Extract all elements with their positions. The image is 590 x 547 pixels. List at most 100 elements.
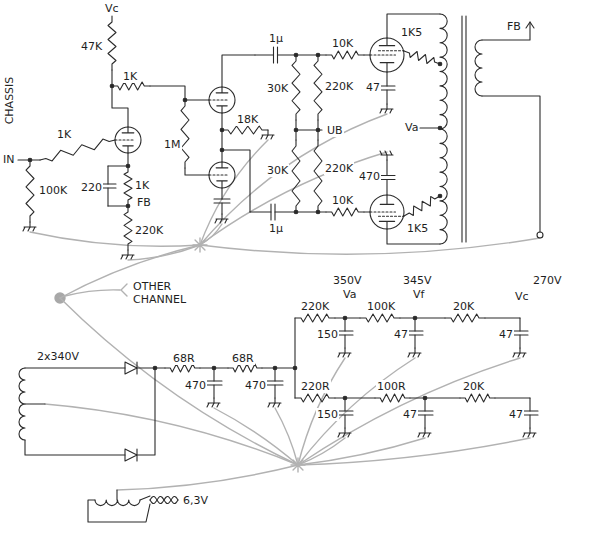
capacitor-symbol bbox=[379, 176, 395, 180]
diode-symbol bbox=[125, 449, 137, 461]
wire bbox=[250, 211, 271, 212]
resistor-symbol bbox=[326, 208, 364, 216]
ground-symbol bbox=[261, 135, 274, 139]
twisted-pair bbox=[150, 497, 178, 504]
wire bbox=[414, 335, 415, 348]
component-label: 47 bbox=[402, 408, 418, 421]
twisted-pair bbox=[150, 497, 178, 504]
component-label: 10K bbox=[331, 37, 354, 50]
tube-screen-grid bbox=[379, 50, 405, 51]
wire bbox=[213, 385, 214, 398]
tube-plate bbox=[122, 127, 134, 133]
component-label: FB bbox=[136, 196, 152, 209]
wire bbox=[344, 318, 345, 331]
wire bbox=[127, 250, 128, 255]
diode-symbol bbox=[125, 362, 137, 374]
component-label: Vc bbox=[514, 290, 530, 303]
component-label: 1µ bbox=[268, 222, 284, 235]
arrow-head bbox=[526, 22, 534, 28]
ground-symbol bbox=[23, 227, 36, 231]
wire bbox=[424, 428, 425, 433]
resistor-symbol bbox=[108, 16, 116, 70]
resistor-symbol bbox=[124, 206, 132, 250]
ground-wire bbox=[275, 408, 298, 465]
wire bbox=[25, 403, 45, 404]
component-label: 30K bbox=[266, 164, 289, 177]
component-label: 68R bbox=[172, 352, 196, 365]
wire bbox=[386, 155, 387, 160]
wire bbox=[137, 367, 165, 368]
wire bbox=[414, 318, 415, 331]
tube-grid bbox=[370, 54, 396, 55]
tube-grid bbox=[115, 139, 135, 140]
component-label: 47 bbox=[365, 81, 381, 94]
ground-symbol bbox=[513, 353, 526, 357]
wire bbox=[274, 398, 275, 403]
wire bbox=[278, 54, 297, 55]
ground-symbol bbox=[380, 109, 393, 113]
terminal bbox=[537, 232, 543, 238]
capacitor-symbol bbox=[337, 331, 353, 335]
component-label: OTHER CHANNEL bbox=[132, 280, 192, 306]
wire bbox=[424, 398, 425, 411]
component-label: 100R bbox=[376, 380, 407, 393]
ground-wire bbox=[298, 438, 345, 465]
resistor-symbol bbox=[40, 139, 115, 161]
circuit bbox=[18, 14, 543, 522]
component-label: 1K bbox=[122, 70, 138, 83]
resistor-symbol bbox=[314, 55, 322, 120]
capacitor-symbol bbox=[214, 199, 230, 203]
tube-plate bbox=[216, 87, 228, 93]
wire bbox=[344, 335, 345, 348]
wire bbox=[364, 211, 370, 212]
ground-symbol bbox=[268, 403, 281, 407]
resistor-symbol bbox=[375, 394, 410, 402]
wire bbox=[25, 367, 125, 368]
wire bbox=[529, 398, 530, 411]
wire bbox=[386, 160, 387, 176]
resistor-symbol bbox=[404, 196, 440, 216]
ground-symbol bbox=[338, 433, 351, 437]
ground-wire bbox=[298, 358, 520, 465]
wire bbox=[222, 55, 255, 87]
component-label: 6,3V bbox=[182, 494, 209, 507]
wire bbox=[386, 104, 387, 109]
ground-wire bbox=[200, 152, 387, 245]
capacitor-symbol bbox=[522, 411, 538, 415]
ground-symbol bbox=[215, 219, 228, 223]
wire bbox=[107, 166, 108, 184]
component-label: Vf bbox=[412, 288, 425, 301]
wire bbox=[107, 188, 108, 206]
wire bbox=[25, 440, 125, 455]
wire bbox=[150, 86, 209, 100]
component-label: 20K bbox=[462, 380, 485, 393]
component-label: 470 bbox=[244, 379, 267, 392]
capacitor-symbol bbox=[417, 411, 433, 415]
wire bbox=[88, 500, 150, 522]
component-label: UB bbox=[326, 124, 344, 137]
wire bbox=[274, 368, 275, 381]
wire bbox=[221, 113, 222, 162]
component-label: 1K5 bbox=[400, 26, 423, 39]
component-label: IN bbox=[2, 153, 15, 166]
ground-symbol bbox=[408, 353, 421, 357]
wire bbox=[529, 415, 530, 428]
component-label: 150 bbox=[316, 408, 339, 421]
component-label: 270V bbox=[532, 274, 563, 287]
resistor-symbol bbox=[292, 55, 300, 120]
component-label: 10K bbox=[331, 194, 354, 207]
wire bbox=[116, 490, 117, 500]
component-label: FB bbox=[506, 20, 522, 33]
resistor-symbol bbox=[404, 51, 440, 64]
resistor-symbol bbox=[445, 314, 485, 322]
wire bbox=[29, 222, 30, 227]
component-label: Va bbox=[404, 121, 419, 134]
component-label: 1M bbox=[163, 138, 182, 151]
component-label: 470 bbox=[358, 170, 381, 183]
tube-plate bbox=[379, 38, 394, 46]
tube-cathode bbox=[217, 181, 227, 188]
ground-wire bbox=[200, 238, 540, 254]
ground-symbol bbox=[380, 151, 393, 155]
capacitor-symbol bbox=[274, 47, 278, 63]
component-label: 47 bbox=[393, 328, 409, 341]
